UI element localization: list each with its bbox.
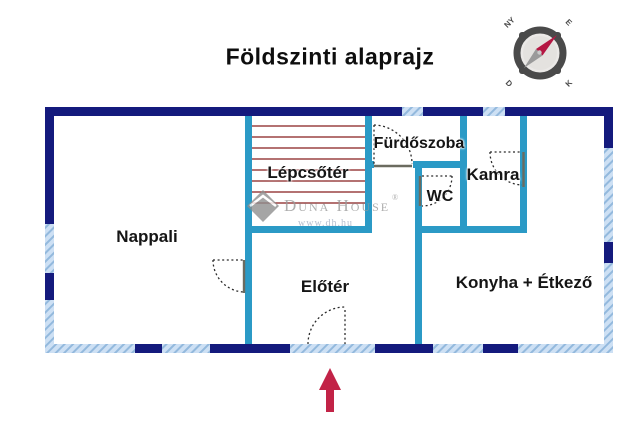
watermark-site: www.dh.hu <box>298 218 354 229</box>
door-wc <box>418 175 453 207</box>
door-entrance <box>307 306 346 345</box>
watermark-brand: Duna House <box>284 196 391 215</box>
room-label-kamra: Kamra <box>466 165 520 184</box>
watermark-logo-icon <box>247 190 279 222</box>
page-title: Földszinti alaprajz <box>225 43 435 70</box>
compass-needle-north <box>536 35 557 56</box>
outer-wall-bottom <box>45 344 613 353</box>
outer-wall-left <box>45 107 54 344</box>
window <box>604 263 613 344</box>
window <box>45 300 54 344</box>
window <box>402 107 423 116</box>
door-nappali <box>212 259 246 293</box>
outer-wall-right <box>604 107 613 344</box>
window <box>45 224 54 273</box>
room-label-konyha: Konyha + Étkező <box>455 273 593 292</box>
stair-treads <box>252 125 365 204</box>
outer-wall-top <box>45 107 613 116</box>
window <box>483 107 505 116</box>
room-label-lepcsoter: Lépcsőtér <box>267 163 349 182</box>
entrance-arrow-icon <box>319 368 341 412</box>
compass-icon <box>513 26 567 80</box>
door-furdoszoba <box>373 124 413 168</box>
room-label-furdoszoba: Fürdőszoba <box>373 135 465 152</box>
door-kamra <box>489 151 525 187</box>
room-label-eloter: Előtér <box>300 277 350 296</box>
window <box>45 344 613 353</box>
room-label-nappali: Nappali <box>116 227 178 246</box>
room-label-wc: WC <box>426 188 454 205</box>
window <box>604 148 613 242</box>
watermark-registered: ® <box>392 193 399 202</box>
